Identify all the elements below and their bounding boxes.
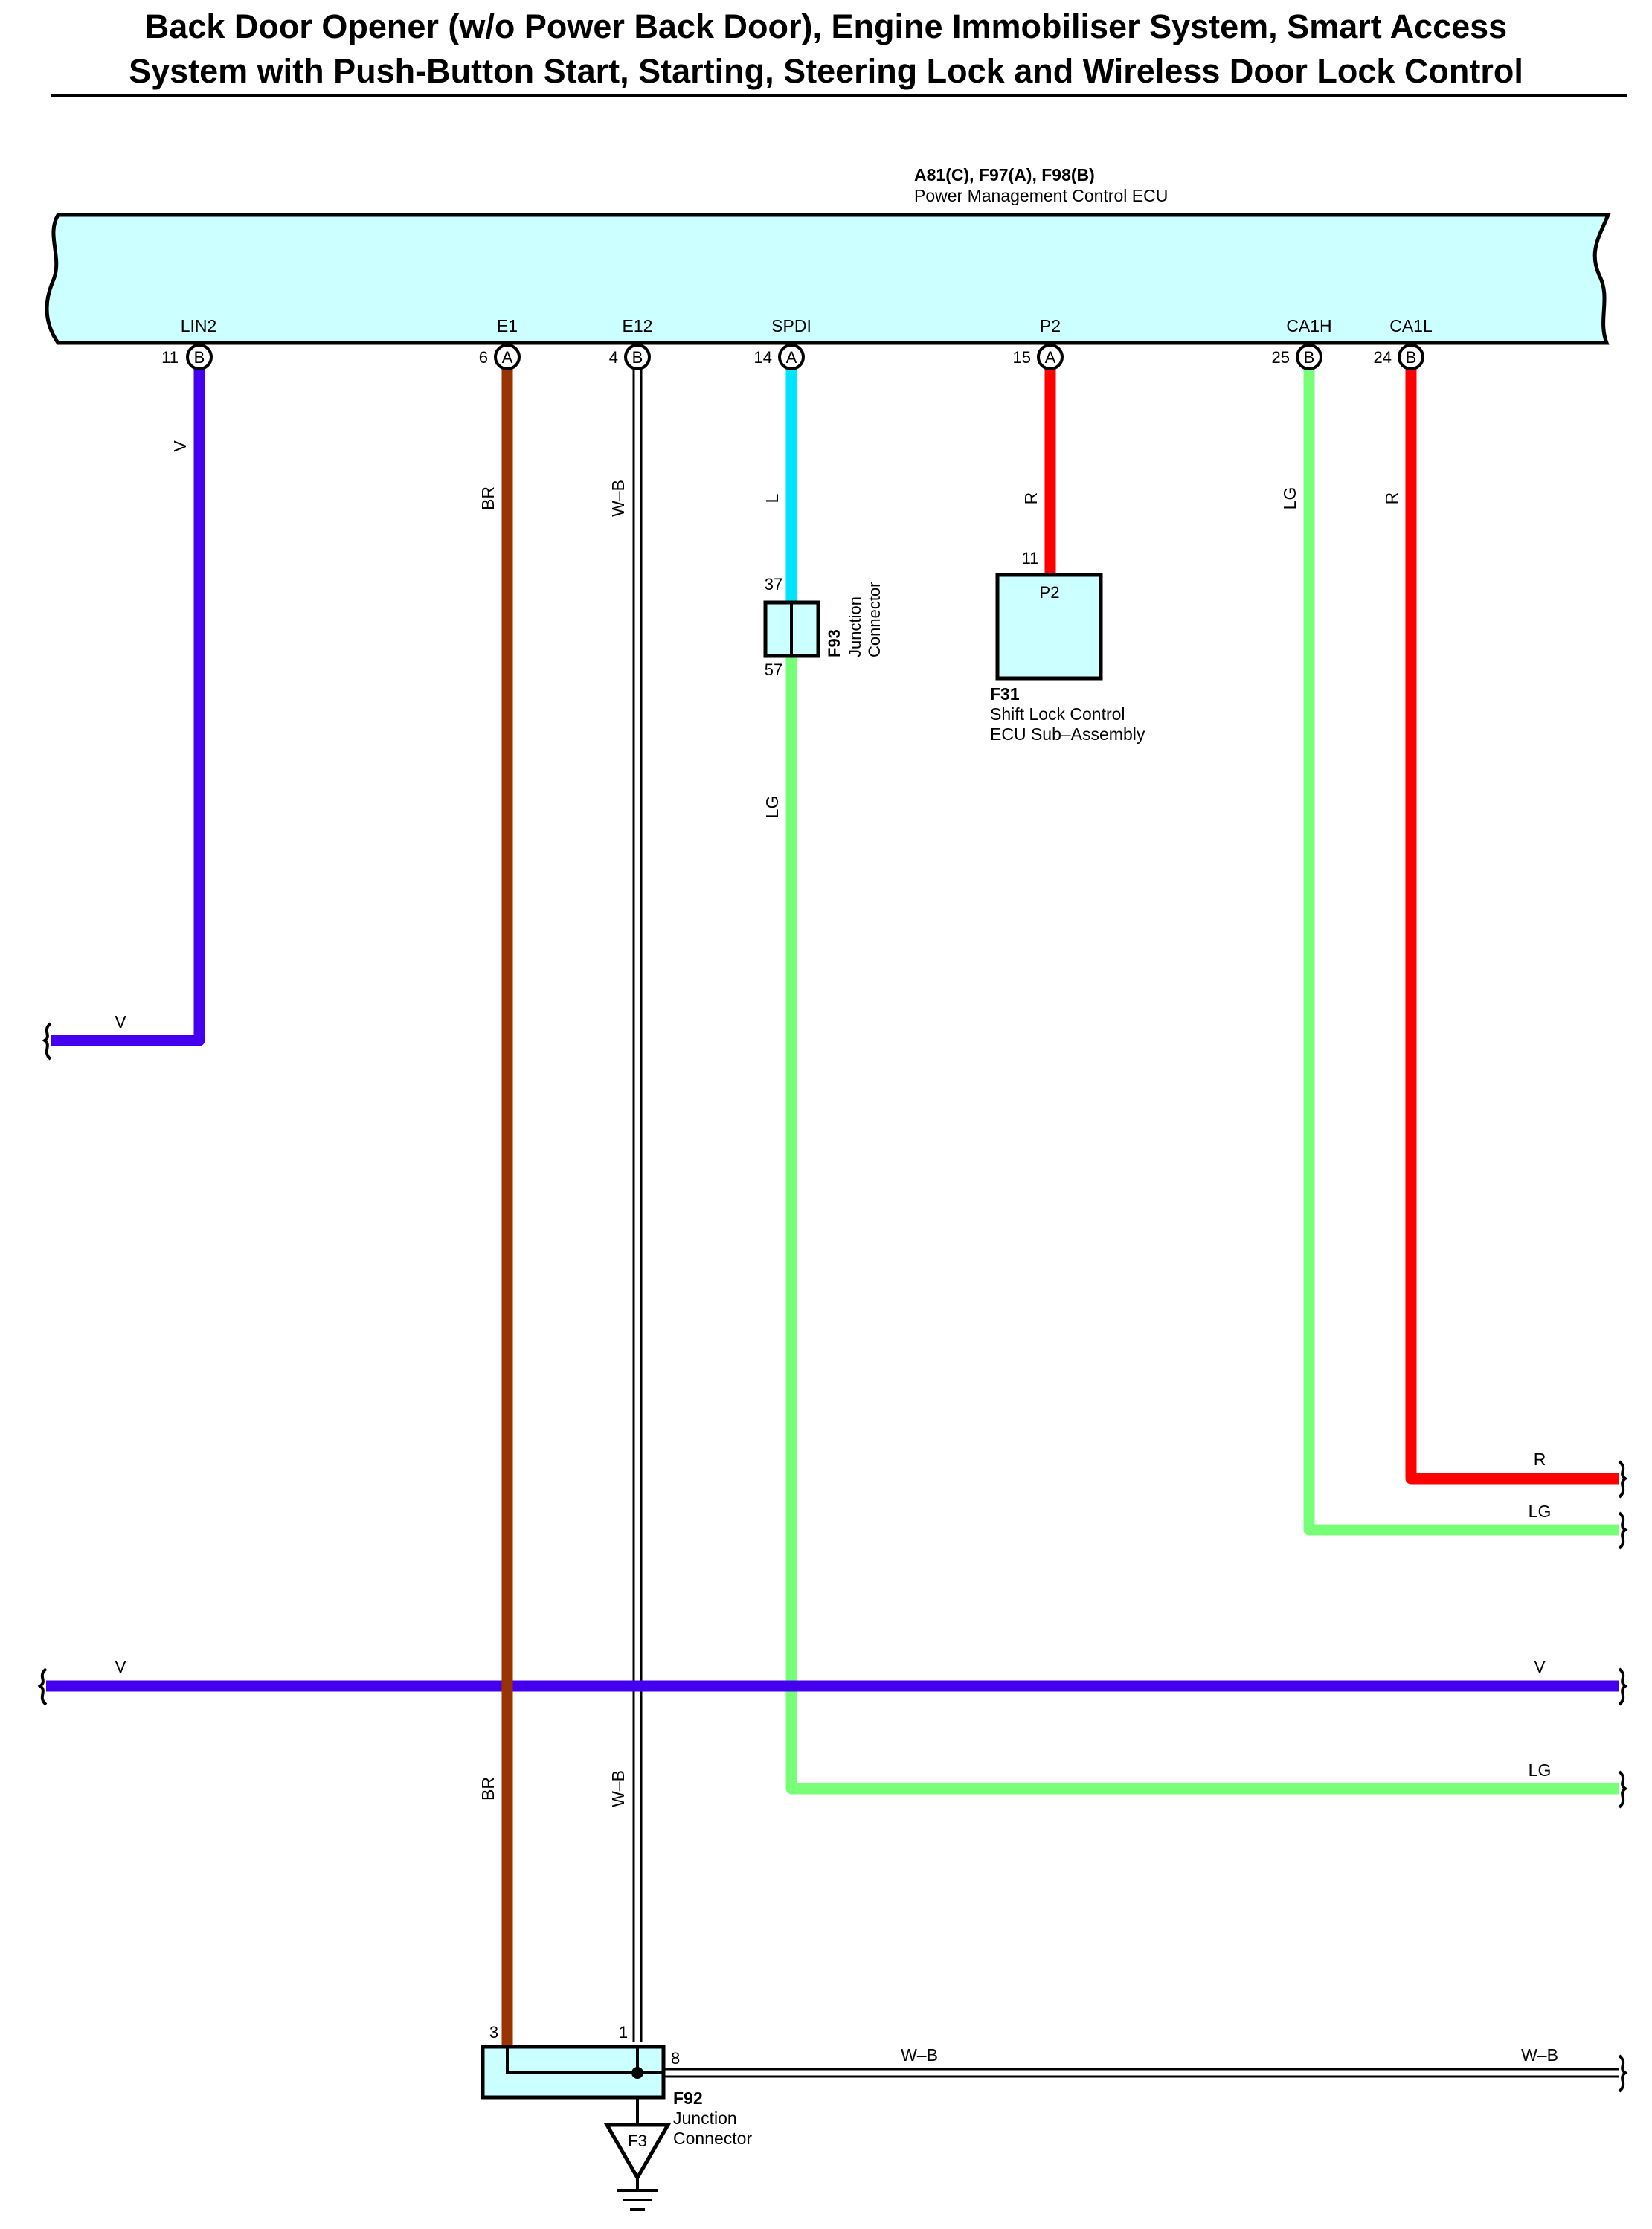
f31-name-2: ECU Sub–Assembly — [990, 724, 1145, 744]
label-l-spdi: L — [762, 493, 782, 503]
label-lg-ca1h: LG — [1280, 487, 1299, 510]
break-mark-lg-right — [1618, 1511, 1628, 1550]
f93-pin-out: 57 — [765, 660, 782, 679]
f31-name-1: Shift Lock Control — [990, 704, 1125, 724]
label-r-ca1l: R — [1382, 492, 1401, 505]
f31-shift-lock-ecu: 11 P2 F31 Shift Lock Control ECU Sub–Ass… — [990, 549, 1145, 744]
label-wb-e12-lower: W–B — [608, 1770, 628, 1807]
label-lg-spdi: LG — [762, 796, 782, 819]
label-wb-out-mid: W–B — [901, 2045, 938, 2065]
pin-conn-spdi: A — [786, 348, 797, 367]
wire-lg-spdi — [785, 656, 1619, 1795]
f92-name-1: Junction — [673, 2109, 737, 2128]
label-lg-bus-right: LG — [1529, 1760, 1552, 1780]
pin-number-ca1l: 24 — [1374, 348, 1392, 367]
title-underline — [51, 94, 1627, 97]
f92-pin-wb: 1 — [619, 2023, 628, 2042]
pin-number-e1: 6 — [479, 348, 488, 367]
diagram-title: Back Door Opener (w/o Power Back Door), … — [0, 4, 1652, 94]
title-line-2: System with Push-Button Start, Starting,… — [129, 52, 1523, 90]
ecu-signal-lin2: LIN2 — [181, 316, 217, 335]
ecu-signal-ca1l: CA1L — [1389, 316, 1433, 335]
label-r-p2: R — [1021, 492, 1041, 505]
f31-pin: 11 — [1022, 549, 1039, 567]
f31-body — [995, 573, 1103, 681]
f93-junction-connector: 37 57 F93 Junction Connector — [763, 575, 884, 679]
label-br-e1-upper: BR — [478, 486, 498, 510]
label-v-bus-right: V — [1534, 1657, 1546, 1676]
ecu-signal-ca1h: CA1H — [1286, 316, 1331, 335]
ground-f3: F3 — [603, 2123, 672, 2211]
pin-spdi: A 14 — [754, 344, 805, 370]
label-wb-out-right: W–B — [1521, 2045, 1558, 2065]
ground-label: F3 — [628, 2132, 647, 2150]
f31-inner-label: P2 — [1040, 583, 1060, 602]
pin-conn-ca1l: B — [1406, 348, 1417, 367]
pin-number-ca1h: 25 — [1272, 348, 1290, 367]
break-mark-v-bus-right — [1618, 1667, 1628, 1706]
pin-p2: A 15 — [1013, 344, 1064, 370]
ecu-signal-p2: P2 — [1040, 316, 1061, 335]
break-mark-r-right — [1618, 1460, 1628, 1499]
f92-internal-bus — [506, 2047, 663, 2074]
f92-pin-out: 8 — [671, 2049, 680, 2068]
pin-number-p2: 15 — [1013, 348, 1031, 367]
f93-name-2: Connector — [865, 582, 884, 657]
pin-e1: A 6 — [479, 344, 521, 370]
wire-v-lin2 — [51, 367, 205, 1046]
ecu-name: Power Management Control ECU — [914, 186, 1168, 205]
label-v-bus-left: V — [115, 1657, 126, 1676]
wire-r-ca1l — [1405, 367, 1619, 1485]
break-mark-wb-right — [1618, 2054, 1628, 2093]
ecu-signal-spdi: SPDI — [771, 316, 811, 335]
label-wb-e12-upper: W–B — [608, 480, 628, 517]
f92-code: F92 — [673, 2088, 703, 2108]
pin-conn-ca1h: B — [1304, 348, 1315, 367]
f31-code: F31 — [990, 684, 1020, 704]
label-lg-right: LG — [1529, 1502, 1552, 1521]
wire-labels: V V BR BR W–B W–B L LG R LG R R LG V V L… — [115, 440, 1558, 2065]
f92-pin-br: 3 — [489, 2023, 498, 2042]
break-mark-lg-bus-right — [1618, 1770, 1628, 1809]
wires — [46, 367, 1619, 2078]
pin-ca1h: B 25 — [1272, 344, 1322, 370]
power-management-ecu: A81(C), F97(A), F98(B) Power Management … — [45, 165, 1611, 345]
pin-ca1l: B 24 — [1374, 344, 1424, 370]
label-r-right: R — [1534, 1450, 1546, 1469]
label-v-lin2-h: V — [115, 1012, 126, 1032]
ecu-connectors: A81(C), F97(A), F98(B) — [914, 165, 1095, 184]
f92-junction-dot — [631, 2067, 643, 2079]
pin-lin2: B 11 — [161, 344, 213, 370]
ecu-pin-terminals: B 11 A 6 B 4 A 14 A 15 B 25 — [161, 344, 1424, 370]
ecu-signal-e12: E12 — [623, 316, 653, 335]
f93-name-1: Junction — [846, 596, 864, 657]
label-v-lin2: V — [170, 440, 190, 452]
label-br-e1-lower: BR — [478, 1777, 498, 1801]
pin-conn-p2: A — [1045, 348, 1056, 367]
pin-number-lin2: 11 — [161, 348, 179, 367]
pin-conn-e12: B — [632, 348, 643, 367]
pin-conn-e1: A — [502, 348, 513, 367]
title-line-1: Back Door Opener (w/o Power Back Door), … — [144, 7, 1508, 45]
pin-conn-lin2: B — [194, 348, 205, 367]
ecu-body — [45, 213, 1611, 345]
ground-triangle — [603, 2123, 672, 2181]
f93-code: F93 — [825, 629, 843, 657]
break-mark-v-bus-left — [37, 1667, 48, 1706]
f93-pin-in: 37 — [765, 575, 782, 594]
f92-name-2: Connector — [673, 2129, 752, 2148]
pin-number-spdi: 14 — [754, 348, 772, 367]
wire-lg-ca1h — [1303, 367, 1619, 1536]
ecu-signal-e1: E1 — [497, 316, 518, 335]
break-mark-v-left — [42, 1022, 52, 1061]
wire-break-marks — [37, 1022, 1628, 2093]
pin-number-e12: 4 — [609, 348, 618, 367]
pin-e12: B 4 — [609, 344, 651, 370]
f92-junction-connector: 3 1 8 F92 Junction Connector — [481, 2023, 752, 2148]
